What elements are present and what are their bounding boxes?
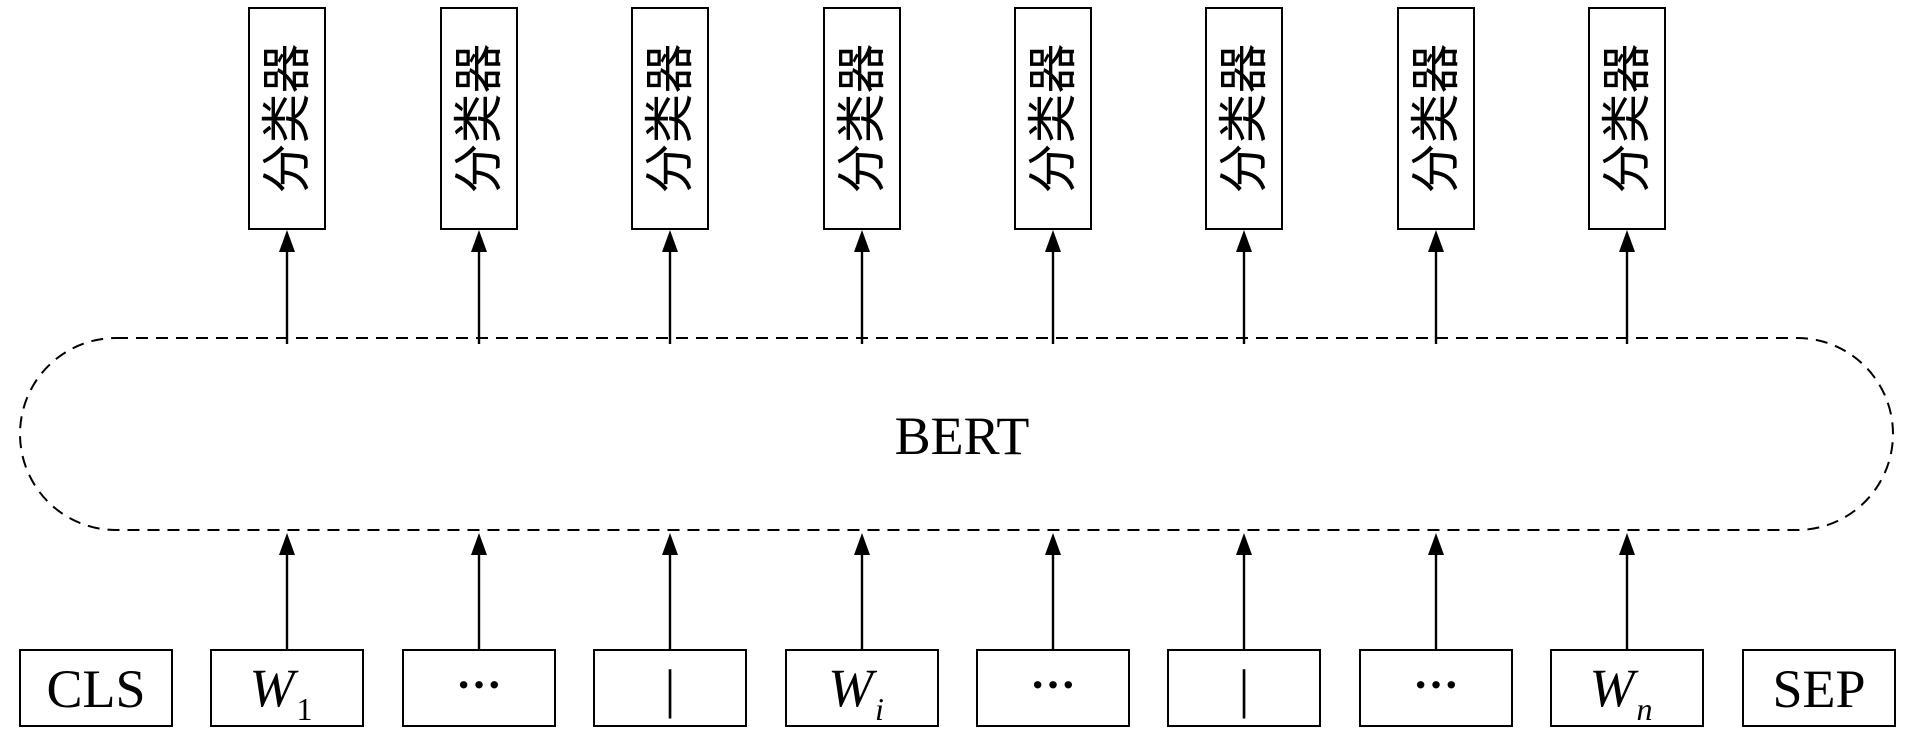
token-box: ··· xyxy=(1359,649,1513,727)
token-label: SEP xyxy=(1772,659,1865,719)
token-label: | xyxy=(665,659,676,719)
classifier-frame xyxy=(823,7,901,230)
up-arrow xyxy=(1428,533,1444,650)
classifier-label: 分类器 xyxy=(258,44,316,194)
classifier-label: 分类器 xyxy=(1215,44,1273,194)
token-box-frame xyxy=(1550,649,1704,727)
token-box-frame xyxy=(210,649,364,727)
token-box-frame xyxy=(785,649,939,727)
ellipsis-label: ··· xyxy=(1413,659,1459,710)
up-arrow xyxy=(1619,533,1635,650)
classifier-frame xyxy=(1588,7,1666,230)
up-arrow xyxy=(279,230,295,344)
token-label: | xyxy=(1239,659,1250,719)
classifier-label: 分类器 xyxy=(1024,44,1082,194)
token-label: W1 xyxy=(250,658,313,727)
classifier-label: 分类器 xyxy=(1407,44,1465,194)
token-to-bert-arrows xyxy=(279,533,1635,650)
token-box: CLS xyxy=(19,649,173,727)
classifier-frame xyxy=(440,7,518,230)
classifier-box: 分类器 xyxy=(1397,7,1475,230)
classifier-frame xyxy=(248,7,326,230)
bert-label: BERT xyxy=(895,406,1030,466)
classifier-frame xyxy=(1397,7,1475,230)
classifier-frame xyxy=(1014,7,1092,230)
up-arrow xyxy=(1045,533,1061,650)
token-box-frame xyxy=(976,649,1130,727)
classifier-label: 分类器 xyxy=(641,44,699,194)
classifier-frame xyxy=(631,7,709,230)
classifier-box: 分类器 xyxy=(1588,7,1666,230)
up-arrow xyxy=(1619,230,1635,344)
token-box-frame xyxy=(19,649,173,727)
token-label: Wi xyxy=(828,658,884,727)
token-box-frame xyxy=(593,649,747,727)
token-box: W1 xyxy=(210,649,364,727)
token-box-frame xyxy=(1359,649,1513,727)
token-box: ··· xyxy=(976,649,1130,727)
input-token-row: CLS W1 ··· | Wi ··· | ··· Wn SEP xyxy=(19,649,1896,727)
up-arrow xyxy=(662,533,678,650)
up-arrow xyxy=(279,533,295,650)
classifier-label: 分类器 xyxy=(450,44,508,194)
bert-encoder-block xyxy=(19,337,1894,531)
token-box-frame xyxy=(1167,649,1321,727)
token-label: CLS xyxy=(46,659,145,719)
up-arrow xyxy=(471,533,487,650)
bert-to-classifier-arrows xyxy=(279,230,1635,344)
ellipsis-label: ··· xyxy=(1030,659,1076,710)
token-box: SEP xyxy=(1742,649,1896,727)
up-arrow xyxy=(1045,230,1061,344)
classifier-box: 分类器 xyxy=(823,7,901,230)
classifier-label: 分类器 xyxy=(833,44,891,194)
token-box: ··· xyxy=(402,649,556,727)
up-arrow xyxy=(471,230,487,344)
token-box-frame xyxy=(402,649,556,727)
classifier-layer: 分类器 分类器 分类器 分类器 分类器 分类器 分类器 分类器 xyxy=(248,7,1666,230)
token-box: | xyxy=(593,649,747,727)
token-box: Wn xyxy=(1550,649,1704,727)
up-arrow xyxy=(662,230,678,344)
up-arrow xyxy=(1428,230,1444,344)
classifier-box: 分类器 xyxy=(631,7,709,230)
token-box: | xyxy=(1167,649,1321,727)
up-arrow xyxy=(1236,533,1252,650)
classifier-box: 分类器 xyxy=(248,7,326,230)
up-arrow xyxy=(854,230,870,344)
up-arrow xyxy=(854,533,870,650)
classifier-label: 分类器 xyxy=(1598,44,1656,194)
up-arrow xyxy=(1236,230,1252,344)
classifier-box: 分类器 xyxy=(1205,7,1283,230)
token-label: Wn xyxy=(1590,658,1653,727)
token-box-frame xyxy=(1742,649,1896,727)
classifier-box: 分类器 xyxy=(440,7,518,230)
classifier-frame xyxy=(1205,7,1283,230)
ellipsis-label: ··· xyxy=(456,659,502,710)
classifier-box: 分类器 xyxy=(1014,7,1092,230)
token-box: Wi xyxy=(785,649,939,727)
